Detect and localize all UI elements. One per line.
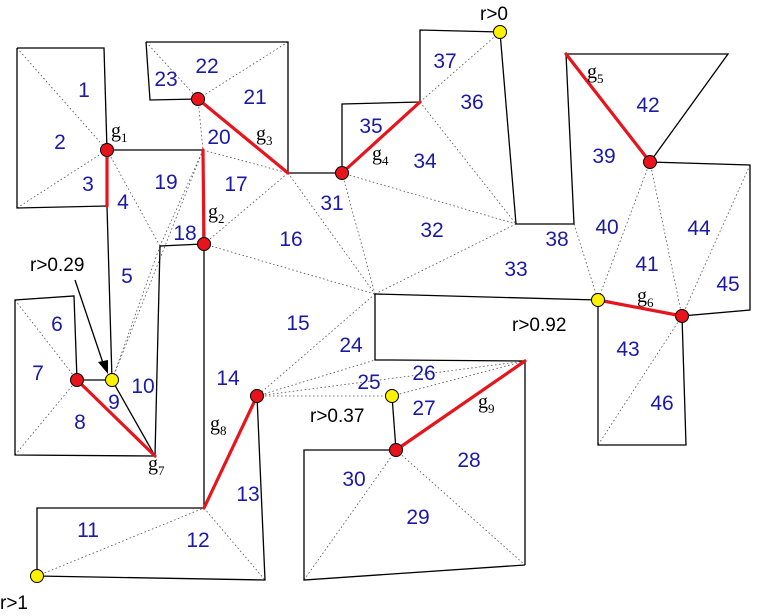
r-labels: r>0 r>0.29 r>0.92 r>0.37 r>1 bbox=[0, 4, 566, 614]
gate-label-g8: g8 bbox=[210, 413, 227, 438]
region-number: 13 bbox=[236, 483, 259, 506]
region-number: 7 bbox=[32, 362, 44, 385]
gate-label-g2: g2 bbox=[208, 201, 225, 226]
region-number: 3 bbox=[82, 173, 94, 196]
region-number: 28 bbox=[457, 449, 480, 472]
region-number: 42 bbox=[636, 94, 659, 117]
gate-g9-segment bbox=[394, 359, 527, 452]
region-number: 30 bbox=[342, 468, 365, 491]
region-number: 20 bbox=[207, 126, 230, 149]
region-number: 1 bbox=[78, 79, 90, 102]
r-label-left: r>0.29 bbox=[30, 255, 84, 276]
region-number: 2 bbox=[54, 131, 66, 154]
region-number: 24 bbox=[339, 334, 363, 357]
gate-g8-segment bbox=[202, 394, 259, 510]
region-number: 38 bbox=[545, 228, 568, 251]
region-number: 5 bbox=[121, 265, 133, 288]
region-number: 18 bbox=[173, 222, 196, 245]
r-label-right: r>0.92 bbox=[512, 315, 566, 336]
region-number: 11 bbox=[77, 519, 99, 542]
region-number: 39 bbox=[592, 145, 615, 168]
region-number: 34 bbox=[413, 150, 437, 173]
region-number: 36 bbox=[460, 91, 483, 114]
red-vertices bbox=[70, 92, 689, 457]
gate-label-g5: g5 bbox=[587, 61, 604, 86]
gate-g6-segment bbox=[596, 298, 684, 318]
region-number: 35 bbox=[359, 115, 382, 138]
region-number: 10 bbox=[131, 375, 154, 398]
region-number: 44 bbox=[687, 217, 711, 240]
gate-label-g3: g3 bbox=[256, 123, 273, 148]
gate-segments bbox=[75, 52, 684, 510]
region-number: 45 bbox=[716, 273, 739, 296]
region-number: 23 bbox=[154, 68, 177, 91]
yellow-vertices bbox=[30, 25, 605, 583]
gate-g5-segment bbox=[564, 52, 652, 164]
region-number: 43 bbox=[616, 338, 639, 361]
region-number: 19 bbox=[154, 171, 177, 194]
region-number: 14 bbox=[216, 367, 240, 390]
region-number: 31 bbox=[320, 192, 343, 215]
region-number: 16 bbox=[279, 228, 302, 251]
solid-edges bbox=[14, 29, 751, 581]
region-number: 27 bbox=[412, 397, 435, 420]
gate-g4-segment bbox=[340, 100, 422, 175]
gate-label-g6: g6 bbox=[637, 285, 654, 310]
r-label-middle: r>0.37 bbox=[310, 406, 364, 427]
r-pointer-arrow bbox=[74, 279, 108, 374]
r-label-bottom: r>1 bbox=[0, 593, 28, 614]
gate-label-g9: g9 bbox=[478, 391, 495, 416]
region-number: 33 bbox=[504, 258, 527, 281]
gate-g3-segment bbox=[196, 97, 290, 175]
region-number: 6 bbox=[51, 313, 63, 336]
gate-g2-segment bbox=[201, 148, 206, 246]
region-number: 12 bbox=[186, 529, 209, 552]
region-number: 25 bbox=[357, 371, 380, 394]
r-label-top: r>0 bbox=[480, 4, 508, 25]
region-number: 15 bbox=[286, 312, 309, 335]
region-number: 22 bbox=[195, 55, 218, 78]
gate-labels: g1 g2 g3 g4 g5 g6 g7 g8 g9 bbox=[111, 61, 654, 478]
region-number: 46 bbox=[650, 392, 673, 415]
region-number: 41 bbox=[635, 253, 658, 276]
gate-label-g4: g4 bbox=[372, 143, 389, 168]
region-number: 37 bbox=[433, 50, 456, 73]
region-number: 8 bbox=[74, 411, 86, 434]
region-number: 17 bbox=[224, 173, 247, 196]
gate-label-g1: g1 bbox=[111, 120, 128, 145]
region-number: 9 bbox=[108, 391, 120, 414]
region-number: 4 bbox=[117, 191, 129, 214]
region-number: 40 bbox=[595, 216, 618, 239]
region-number: 32 bbox=[420, 219, 443, 242]
region-number: 21 bbox=[243, 86, 266, 109]
region-number: 26 bbox=[412, 362, 435, 385]
gate-label-g7: g7 bbox=[148, 453, 165, 478]
region-number: 29 bbox=[406, 506, 429, 529]
region-labels: 1 2 3 4 5 6 7 8 9 10 11 12 13 14 15 16 1… bbox=[32, 50, 740, 552]
gate-g7-segment bbox=[75, 378, 157, 458]
